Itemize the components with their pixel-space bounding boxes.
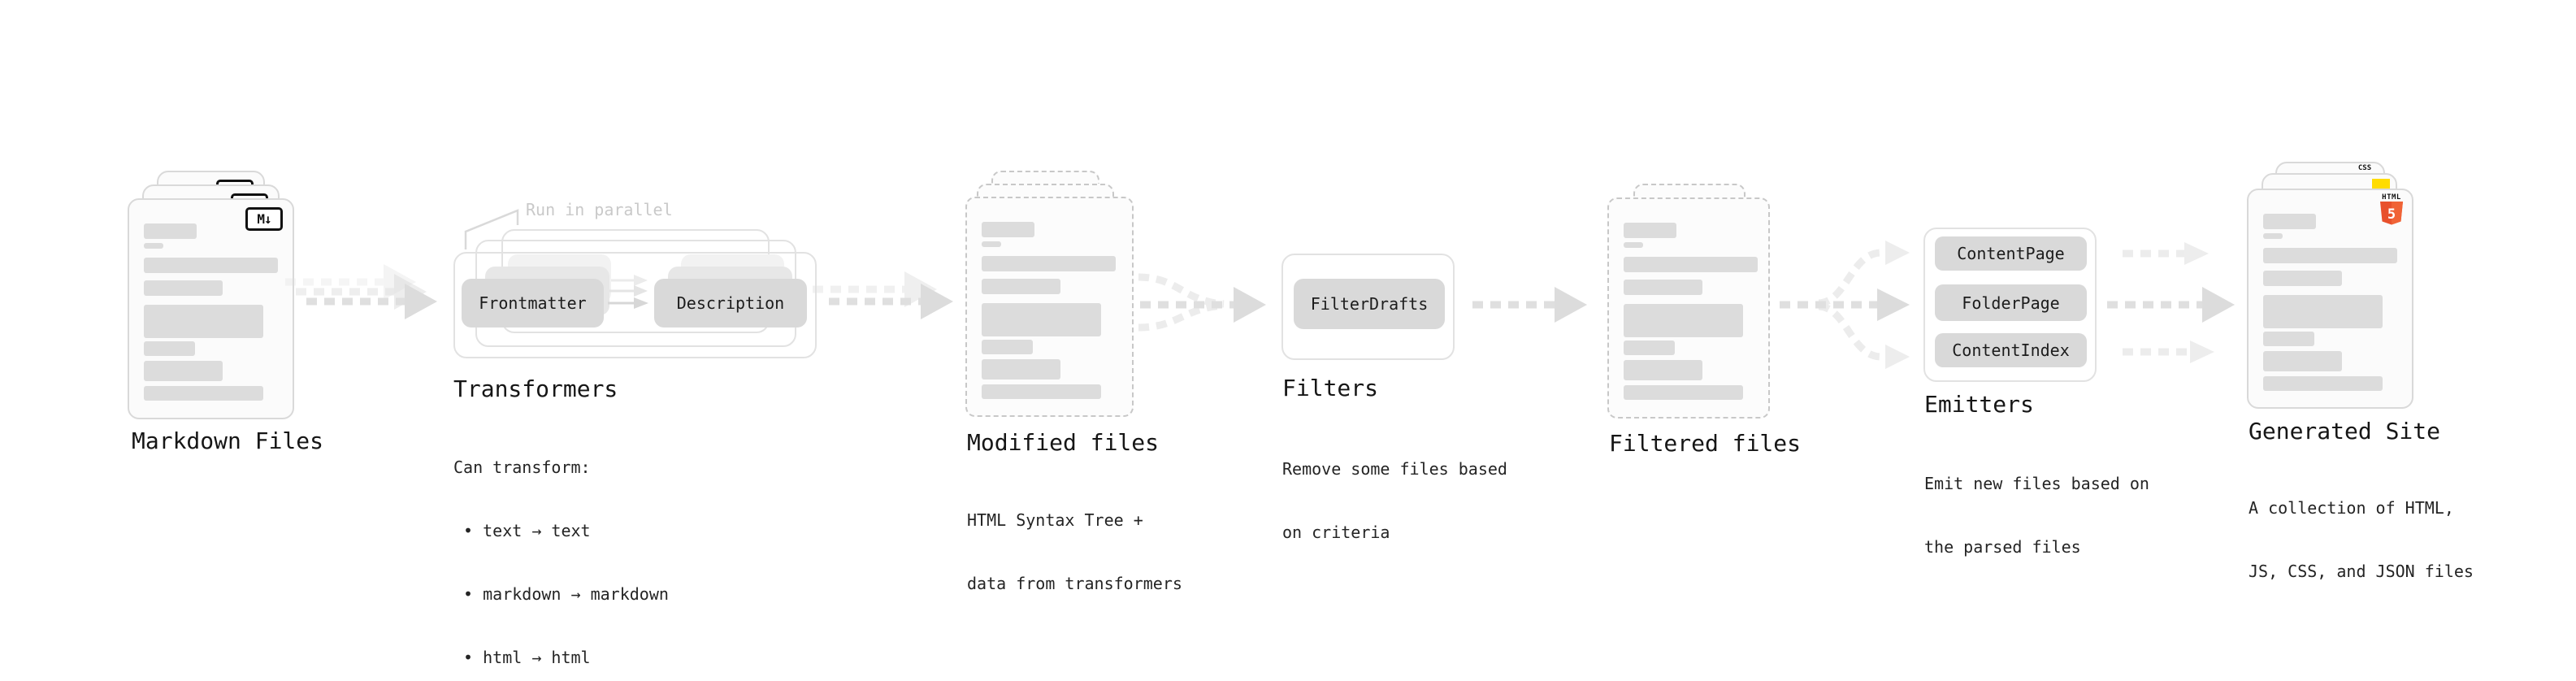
skeleton-bar bbox=[144, 361, 223, 381]
html5-icon: HTML 5 bbox=[2378, 193, 2405, 229]
css-icon-label: CSS bbox=[2357, 164, 2372, 172]
markdown-file-card-front: M↓ bbox=[128, 198, 294, 419]
folderpage-chip: FolderPage bbox=[1935, 284, 2087, 321]
skeleton-bar bbox=[2263, 332, 2314, 346]
flow-arrow-transformers-to-modified bbox=[813, 271, 953, 319]
skeleton-bar bbox=[144, 243, 163, 249]
skeleton-bar bbox=[144, 258, 278, 273]
skeleton-bar bbox=[144, 305, 263, 338]
desc-line: Emit new files based on bbox=[1924, 474, 2149, 493]
generated-site-title: Generated Site bbox=[2249, 418, 2441, 445]
skeleton-bar bbox=[1624, 385, 1743, 400]
skeleton-bar bbox=[2263, 248, 2397, 263]
skeleton-bar bbox=[2263, 351, 2342, 371]
skeleton-bar bbox=[1624, 304, 1743, 337]
modified-file-card-front bbox=[965, 197, 1134, 417]
skeleton-bar bbox=[1624, 242, 1643, 248]
skeleton-bar bbox=[982, 279, 1060, 294]
transformers-description: Can transform: • text → text • markdown … bbox=[453, 414, 669, 681]
desc-line: A collection of HTML, bbox=[2249, 498, 2454, 518]
skeleton-bar bbox=[2263, 271, 2342, 286]
filtered-file-card-front bbox=[1607, 197, 1770, 419]
skeleton-bar bbox=[982, 222, 1034, 237]
contentindex-chip: ContentIndex bbox=[1935, 333, 2087, 367]
skeleton-bar bbox=[982, 241, 1001, 247]
skeleton-bar bbox=[1624, 340, 1675, 355]
skeleton-bar bbox=[982, 384, 1101, 399]
desc-line: • html → html bbox=[453, 648, 591, 667]
skeleton-bar bbox=[2263, 376, 2383, 391]
filters-description: Remove some files based on criteria bbox=[1282, 416, 1507, 585]
skeleton-bar bbox=[1624, 360, 1702, 380]
generated-site-description: A collection of HTML, JS, CSS, and JSON … bbox=[2249, 455, 2474, 624]
contentpage-chip: ContentPage bbox=[1935, 236, 2087, 271]
desc-line: on criteria bbox=[1282, 523, 1390, 542]
desc-line: JS, CSS, and JSON files bbox=[2249, 562, 2474, 581]
desc-line: HTML Syntax Tree + bbox=[967, 510, 1143, 530]
filtered-files-title: Filtered files bbox=[1609, 430, 1802, 457]
skeleton-bar bbox=[982, 340, 1033, 354]
transformer-box-front bbox=[453, 252, 817, 358]
skeleton-bar bbox=[2263, 233, 2283, 239]
site-file-card-html: HTML 5 bbox=[2247, 189, 2413, 409]
run-in-parallel-annotation: Run in parallel bbox=[526, 200, 673, 219]
skeleton-bar bbox=[982, 256, 1116, 271]
skeleton-bar bbox=[1624, 257, 1758, 272]
flow-arrow-markdown-to-transformers bbox=[285, 264, 437, 319]
description-chip: Description bbox=[654, 279, 807, 327]
markdown-files-title: Markdown Files bbox=[132, 427, 324, 454]
desc-line: • markdown → markdown bbox=[453, 584, 669, 604]
skeleton-bar bbox=[1624, 280, 1702, 295]
desc-line: the parsed files bbox=[1924, 537, 2081, 557]
skeleton-bar bbox=[982, 303, 1101, 336]
skeleton-bar bbox=[144, 386, 263, 401]
skeleton-bar bbox=[144, 341, 195, 356]
skeleton-bar bbox=[2263, 295, 2383, 328]
flow-arrows-emitters-to-site bbox=[2107, 242, 2235, 363]
svg-text:5: 5 bbox=[2387, 206, 2396, 223]
emitters-title: Emitters bbox=[1924, 391, 2034, 418]
flow-arrow-filtered-to-emitters-diverge bbox=[1780, 241, 1910, 369]
desc-line: • text → text bbox=[453, 521, 591, 540]
filterdrafts-chip: FilterDrafts bbox=[1294, 279, 1445, 329]
markdown-icon: M↓ bbox=[245, 207, 283, 231]
emitters-box bbox=[1923, 228, 2097, 382]
modified-files-description: HTML Syntax Tree + data from transformer… bbox=[967, 467, 1182, 636]
skeleton-bar bbox=[144, 280, 223, 296]
flow-arrow-modified-to-filters-converge bbox=[1138, 273, 1266, 332]
desc-line: data from transformers bbox=[967, 574, 1182, 593]
desc-line: Can transform: bbox=[453, 458, 591, 477]
flow-arrow-filters-to-filtered bbox=[1472, 287, 1587, 323]
javascript-icon bbox=[2372, 179, 2390, 189]
modified-files-title: Modified files bbox=[967, 429, 1160, 456]
html5-icon-label: HTML bbox=[2382, 193, 2401, 202]
transformers-title: Transformers bbox=[453, 375, 618, 402]
skeleton-bar bbox=[1624, 223, 1676, 238]
frontmatter-chip: Frontmatter bbox=[462, 279, 604, 327]
desc-line: Remove some files based bbox=[1282, 459, 1507, 479]
skeleton-bar bbox=[2263, 214, 2316, 229]
filters-title: Filters bbox=[1282, 375, 1379, 401]
emitters-description: Emit new files based on the parsed files bbox=[1924, 431, 2149, 600]
html5-shield: 5 bbox=[2380, 202, 2403, 225]
skeleton-bar bbox=[982, 359, 1060, 380]
filters-box bbox=[1281, 254, 1455, 360]
skeleton-bar bbox=[144, 223, 197, 239]
